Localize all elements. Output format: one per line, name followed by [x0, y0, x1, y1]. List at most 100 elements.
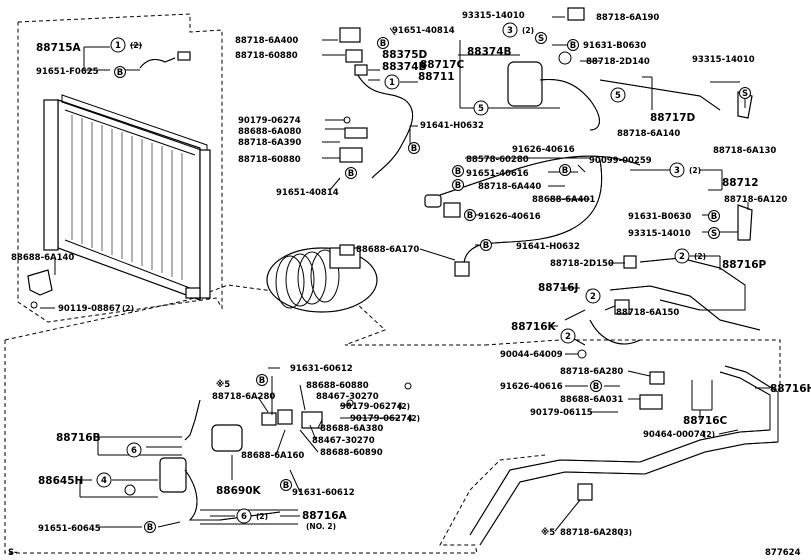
marker-b-text: B — [117, 68, 123, 78]
marker-s-text: S — [538, 34, 544, 44]
marker-s-text: S — [742, 89, 748, 99]
part-88645H — [159, 457, 187, 493]
label-88712: 88712 — [722, 177, 759, 189]
callout-3-b-qty: (2) — [689, 166, 701, 175]
label-91626-40616-b: 91626-40616 — [478, 212, 541, 222]
label-91626-40616-c: 91626-40616 — [500, 382, 563, 392]
label-88718-6A190: 88718-6A190 — [596, 13, 659, 23]
marker-s — [708, 227, 720, 239]
marker-b — [567, 39, 579, 51]
callout-1-a-qty: (2) — [130, 41, 142, 50]
label-91651-40814-b: 91651-40814 — [276, 188, 339, 198]
label-88375D: 88375D — [382, 49, 428, 61]
part-88718-6A280-c — [577, 483, 593, 501]
marker-b-text: B — [411, 144, 417, 154]
marker-b-text: B — [711, 212, 717, 222]
label-88645H: 88645H — [38, 475, 83, 487]
label-88718-6A440: 88718-6A440 — [478, 182, 541, 192]
label-91626-40616-a: 91626-40616 — [512, 145, 575, 155]
label-91631-B0630-a: 91631-B0630 — [583, 41, 646, 51]
marker-b — [345, 167, 357, 179]
label-90119-qty: (2) — [122, 304, 134, 313]
s-b-markers: B B S B S B B B B B B B B S B B B B — [114, 32, 751, 533]
diagram-id: 877624 — [765, 548, 801, 558]
callout-6-b — [236, 508, 252, 524]
label-88374B-b: 88374B — [467, 46, 512, 58]
marker-b — [377, 37, 389, 49]
marker-b-text: B — [380, 39, 386, 49]
part-labels: 88715A 91651-F0625 88718-6A400 91651-408… — [8, 11, 811, 558]
pipe-88716B-inner — [184, 399, 201, 441]
label-91651-60645: 91651-60645 — [38, 524, 101, 534]
marker-b-text: B — [467, 211, 473, 221]
plug-88578-60280 — [424, 194, 442, 208]
label-88374B-a: 88374B — [382, 61, 427, 73]
callout-2-a-qty: (2) — [694, 252, 706, 261]
part-88718-6A280-a — [649, 371, 665, 385]
marker-b — [256, 374, 268, 386]
label-90179-06274-a: 90179-06274 — [238, 116, 301, 126]
part-88718-6A280-b — [261, 412, 277, 426]
marker-b — [280, 479, 292, 491]
label-88718-6A130: 88718-6A130 — [713, 146, 776, 156]
marker-b-text: B — [348, 169, 354, 179]
part-88718-2D140 — [558, 51, 572, 65]
callout-6-b-text: 6 — [241, 512, 247, 522]
part-88718-6A400 — [339, 27, 361, 43]
callout-2-c-text: 2 — [565, 332, 571, 342]
label-91631-60612-a: 91631-60612 — [290, 364, 353, 374]
suction-pipe-inner — [439, 155, 641, 196]
marker-b — [114, 66, 126, 78]
switch-88645H — [124, 484, 136, 496]
label-88718-2D150: 88718-2D150 — [550, 259, 614, 269]
label-91651-40814-a: 91651-40814 — [392, 26, 455, 36]
label-88467-30270-a: 88467-30270 — [316, 392, 379, 402]
callout-3-a — [502, 22, 518, 38]
label-88711: 88711 — [418, 71, 455, 83]
label-88716J: 88716J — [538, 282, 578, 294]
callout-circles: 1 (2) 1 3 (2) 3 (2) 5 5 2 (2) 2 2 4 6 6 … — [96, 22, 706, 524]
label-90179-06274-c-qty: (2) — [408, 414, 420, 423]
label-93315-14010-b: 93315-14010 — [692, 55, 755, 65]
label-88718-6A280-c-qty: (3) — [620, 528, 632, 537]
pipe-88717D-inner — [539, 79, 600, 131]
bolt-90179-06274-c — [404, 382, 412, 390]
label-91631-B0630-b: 91631-B0630 — [628, 212, 691, 222]
marker-b-text: B — [259, 376, 265, 386]
label-88716K: 88716K — [511, 321, 557, 333]
marker-b-text: B — [593, 382, 599, 392]
label-88718-60880-b: 88718-60880 — [238, 155, 301, 165]
callout-6-b-qty: (2) — [256, 512, 268, 521]
marker-s-text: S — [711, 229, 717, 239]
part-88718-6A150 — [614, 299, 630, 315]
callout-2-b-text: 2 — [590, 292, 596, 302]
marker-b-text: B — [455, 181, 461, 191]
right-lower-outline — [484, 339, 781, 395]
bracket-88688-6A140 — [27, 269, 53, 296]
marker-b — [464, 209, 476, 221]
marker-b-text: B — [570, 41, 576, 51]
condenser-pipe-inner — [139, 57, 176, 69]
footer-left: S- — [8, 548, 18, 558]
callout-3-b-text: 3 — [674, 166, 680, 176]
label-88688-6A080: 88688-6A080 — [238, 127, 301, 137]
block-88690K — [211, 424, 243, 452]
pipe-88716B — [184, 399, 201, 441]
bolt-90119-08867 — [30, 301, 38, 309]
label-88718-6A280-c: 88718-6A280 — [560, 528, 623, 538]
label-90179-06274-b: 90179-06274 — [340, 402, 403, 412]
callout-1-a — [110, 37, 126, 53]
label-88718-6A280-b: 88718-6A280 — [212, 392, 275, 402]
callout-2-c — [560, 328, 576, 344]
pipe-88716C — [479, 365, 779, 546]
callout-2-b — [585, 288, 601, 304]
part-88718-2D150 — [623, 255, 637, 269]
marker-b — [452, 179, 464, 191]
condenser-pipe-fitting — [177, 51, 191, 61]
callout-1-b — [384, 74, 400, 90]
marker-s — [535, 32, 547, 44]
pipe-88716A-inner — [184, 469, 281, 521]
label-91651-F0625: 91651-F0625 — [36, 67, 99, 77]
marker-b-text: B — [562, 166, 568, 176]
